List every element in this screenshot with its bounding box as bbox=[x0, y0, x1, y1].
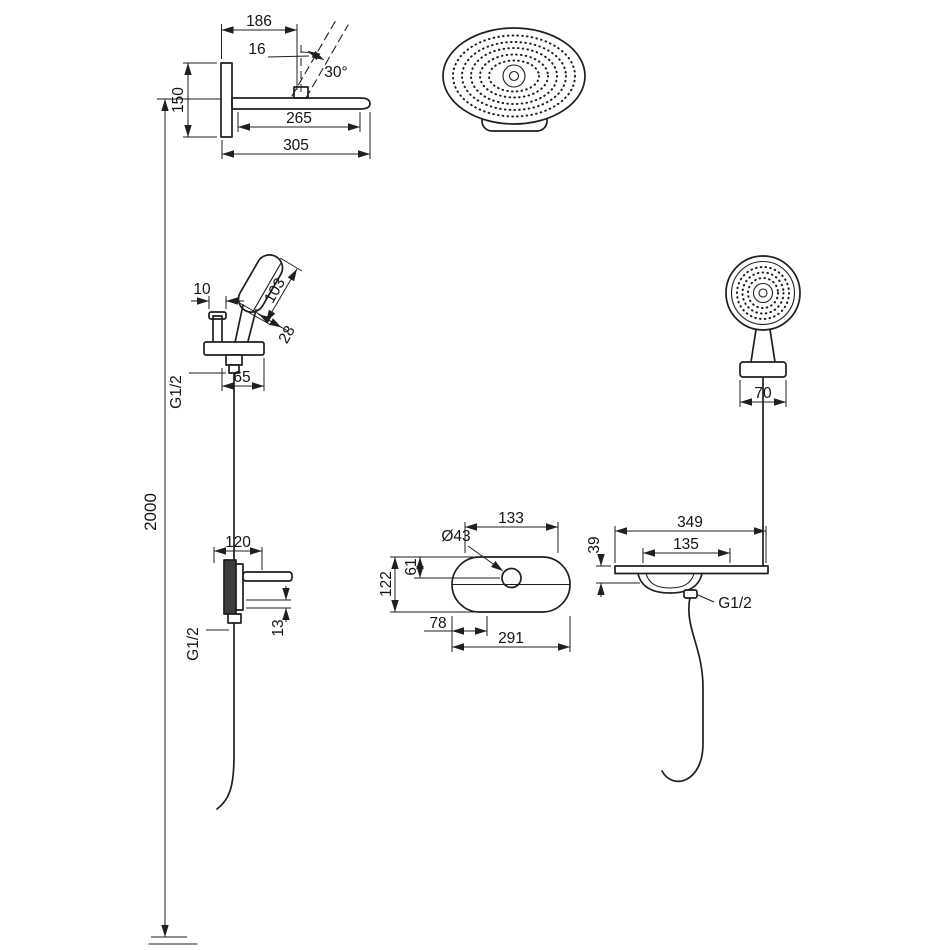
dim-label-hole-dia: Ø43 bbox=[441, 528, 470, 545]
spray-ring bbox=[736, 266, 790, 320]
dim-label-133: 133 bbox=[498, 510, 524, 527]
center-cap bbox=[502, 64, 526, 88]
dim-label-305: 305 bbox=[283, 137, 309, 154]
showerhead-plate bbox=[231, 97, 371, 110]
dim-label-70: 70 bbox=[754, 385, 772, 402]
dim-label-13: 13 bbox=[270, 619, 287, 636]
handshower-hose-left bbox=[216, 371, 235, 810]
thread-label-g12-handshower: G1/2 bbox=[168, 375, 185, 409]
mixer-hole bbox=[501, 567, 522, 589]
shower-hose-right bbox=[661, 596, 704, 783]
thread-label-g12-shelf: G1/2 bbox=[718, 595, 752, 612]
center-cap-inner bbox=[508, 70, 520, 82]
handshower-handle bbox=[750, 328, 776, 363]
hose-connector bbox=[225, 354, 243, 366]
dim-label-65: 65 bbox=[233, 369, 250, 386]
mixer-connector bbox=[227, 613, 242, 624]
wall-plate bbox=[220, 62, 233, 138]
soap-dish-inner bbox=[645, 572, 695, 589]
soap-dish bbox=[637, 572, 703, 594]
view-shelf: 349 135 39 G1/2 bbox=[586, 514, 769, 612]
view-handshower-front: 70 bbox=[725, 255, 801, 407]
spray-ring bbox=[470, 47, 558, 105]
mixer-escutcheon bbox=[235, 563, 244, 611]
dim-label-186: 186 bbox=[246, 13, 272, 30]
spray-ring bbox=[452, 34, 576, 118]
thread-label-g12-mixer: G1/2 bbox=[185, 627, 202, 661]
dim-label-122: 122 bbox=[378, 571, 395, 597]
dim-label-10: 10 bbox=[193, 281, 211, 298]
wall-bracket bbox=[739, 361, 787, 378]
dim-label-150: 150 bbox=[170, 87, 187, 113]
mixer-handle bbox=[242, 571, 293, 582]
spray-ring bbox=[747, 277, 779, 309]
dim-label-28: 28 bbox=[275, 323, 298, 346]
view-handshower-side: 10 103 28 G1/2 65 bbox=[168, 254, 303, 409]
dim-label-291: 291 bbox=[498, 630, 524, 647]
dim-label-265: 265 bbox=[286, 110, 312, 127]
spray-ring bbox=[479, 53, 549, 99]
holder-bracket bbox=[203, 341, 265, 356]
center-cap-inner bbox=[758, 288, 768, 298]
view-showerhead-side: 30° 186 16 150 265 305 bbox=[170, 13, 371, 159]
dim-label-39: 39 bbox=[586, 536, 603, 553]
holder-pin bbox=[212, 315, 223, 344]
view-showerhead-top bbox=[442, 27, 586, 132]
mixer-wall-plate bbox=[223, 559, 237, 615]
view-mixer-front: 133 Ø43 61 122 78 291 bbox=[378, 510, 571, 652]
shelf-bar bbox=[614, 565, 769, 575]
holder-pin-cap bbox=[208, 311, 227, 320]
dim-label-135: 135 bbox=[673, 536, 699, 553]
dim-label-78: 78 bbox=[429, 615, 446, 632]
dim-label-angle: 30° bbox=[324, 64, 347, 81]
hose-nut bbox=[228, 364, 240, 374]
spray-ring bbox=[741, 271, 785, 315]
dim-label-16: 16 bbox=[248, 41, 265, 58]
hose-outlet bbox=[683, 589, 698, 599]
dim-label-2000: 2000 bbox=[141, 493, 160, 531]
view-mixer-side: 120 13 G1/2 bbox=[185, 534, 293, 661]
center-cap bbox=[752, 282, 774, 304]
dim-label-349: 349 bbox=[677, 514, 703, 531]
dim-overall-height: 2000 bbox=[141, 98, 221, 945]
dim-label-61: 61 bbox=[403, 558, 420, 575]
spray-ring bbox=[488, 59, 540, 93]
spray-ring bbox=[461, 41, 567, 111]
dim-label-120: 120 bbox=[225, 534, 251, 551]
shower-arm-edge bbox=[305, 24, 349, 99]
